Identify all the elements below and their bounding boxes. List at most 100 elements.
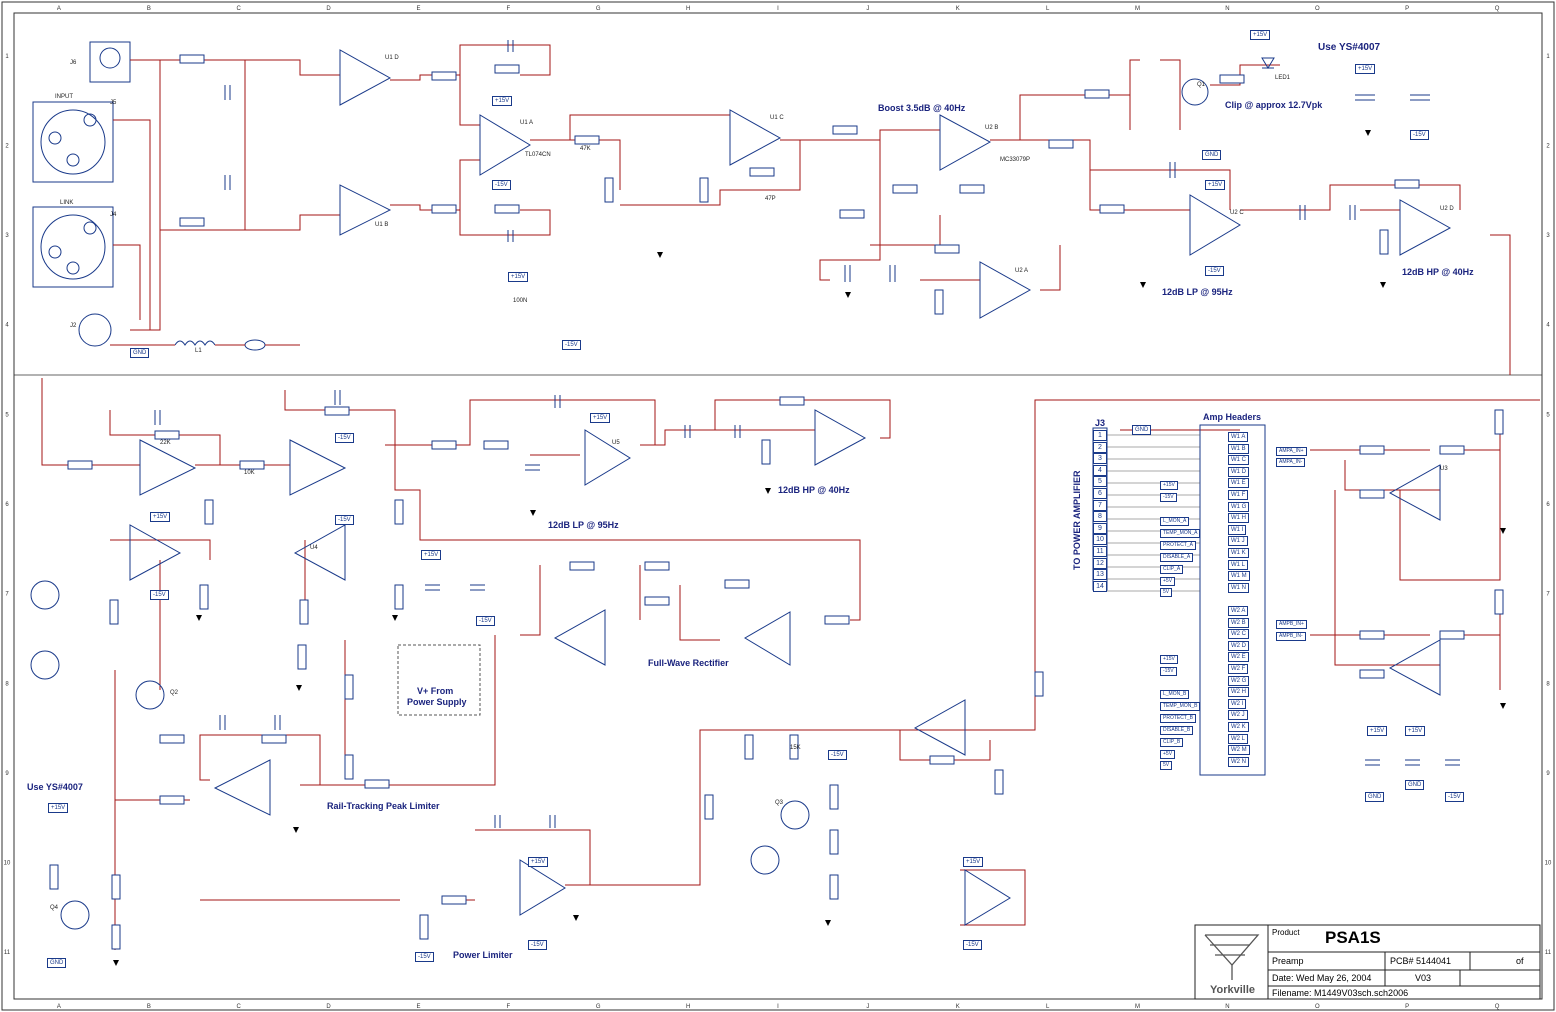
aux-jack-j2 — [78, 313, 112, 347]
j3-pin: 1 — [1093, 430, 1107, 441]
amp-header-w1-pin: W1 B — [1228, 443, 1249, 454]
pwr-flag-24: -15V — [963, 940, 982, 950]
j3-pin: 11 — [1093, 546, 1107, 557]
column-letter: H — [686, 6, 690, 12]
row-number: 10 — [4, 861, 11, 867]
u5c-opamp — [584, 429, 631, 486]
top-wires — [113, 44, 1511, 375]
link-xlr-connector — [32, 206, 114, 288]
tb-of: of — [1516, 956, 1524, 966]
l1-label: L1 — [195, 348, 202, 354]
amp-header-w1-pin: W1 N — [1228, 582, 1249, 593]
tb-filename: Filename: M1449V03sch.sch2006 — [1272, 988, 1409, 998]
u6a-opamp — [913, 699, 966, 756]
column-letter: J — [866, 6, 869, 12]
amp-header-w1-pin: W1 M — [1228, 571, 1250, 582]
bottom-opamps — [129, 409, 1441, 926]
amp-signal-bottom: DISABLE_B — [1160, 726, 1194, 735]
j3-pin: 5 — [1093, 476, 1107, 488]
pwr-flag-14: +15V — [590, 413, 611, 423]
u1a-label: U1 A — [520, 120, 534, 126]
column-letter: L — [1046, 6, 1050, 12]
u1c-label: U1 C — [770, 115, 784, 121]
column-letter: M — [1135, 1004, 1140, 1010]
column-letter: F — [507, 1004, 511, 1010]
u1a-part: TL074CN — [525, 152, 551, 158]
column-letter: O — [1315, 1004, 1320, 1010]
u1c-opamp — [729, 109, 782, 166]
column-letter: A — [57, 6, 61, 12]
u2d-label: U2 D — [1440, 206, 1454, 212]
amp-headers-box — [1199, 424, 1266, 776]
row-number: 9 — [5, 771, 9, 777]
tb-product-label: Product — [1272, 928, 1300, 937]
column-letter: K — [956, 6, 960, 12]
row-number: 8 — [5, 681, 9, 687]
top-opamps — [339, 49, 1452, 319]
amp-signal-bottom: TEMP_MON_B — [1160, 702, 1201, 711]
pwr-flag-gnd-2: GND — [130, 348, 150, 358]
amp-signal-top: 5V — [1160, 588, 1173, 597]
tb-date: Date: Wed May 26, 2004 — [1272, 973, 1372, 983]
tb-subtitle: Preamp — [1272, 956, 1304, 966]
row-number: 5 — [5, 412, 9, 418]
vplus-box — [397, 644, 481, 716]
u5-label: U5 — [612, 440, 620, 446]
pwr-flag-30: GND — [1132, 425, 1152, 435]
amp-header-w1-pin: W1 L — [1228, 559, 1249, 570]
rail-tracking-note: Rail-Tracking Peak Limiter — [327, 801, 440, 811]
u6c-opamp — [1388, 639, 1441, 696]
u1a-opamp — [479, 114, 531, 176]
column-letter: L — [1046, 1004, 1050, 1010]
u1b-opamp — [339, 184, 392, 236]
amp-signal-top: +5V — [1160, 577, 1176, 586]
amp-header-w1-pin: W1 K — [1228, 548, 1249, 558]
row-number: 4 — [5, 323, 9, 329]
amp-header-w2-pin: W2 J — [1228, 710, 1248, 721]
use-ys-note-bottom: Use YS#4007 — [27, 782, 83, 792]
amp-header-w2-pin: W2 D — [1228, 640, 1249, 651]
u2b-label: U2 B — [985, 125, 999, 131]
column-letter: N — [1225, 1004, 1229, 1010]
r-22k-label: 22K — [160, 440, 171, 446]
u3a-opamp — [213, 759, 271, 816]
input-label: INPUT — [55, 94, 73, 100]
u5a-opamp — [744, 611, 791, 666]
lp-note-top: 12dB LP @ 95Hz — [1162, 287, 1233, 297]
amp-header-w2-pin: W2 C — [1228, 629, 1249, 640]
r-10k-label: 10K — [244, 470, 255, 476]
pwr-flag-3: +15V — [508, 272, 529, 282]
u3d-opamp — [519, 859, 566, 916]
lp-note-mid: 12dB LP @ 95Hz — [548, 520, 619, 530]
pwr-flag-4: -15V — [562, 340, 581, 350]
amp-header-w2-pin: W2 N — [1228, 756, 1249, 767]
amp-header-w1-pin: W1 A — [1228, 432, 1249, 442]
u5d-opamp — [814, 409, 867, 466]
column-letter: P — [1405, 6, 1409, 12]
column-letter: F — [507, 6, 511, 12]
u2d-opamp — [1399, 199, 1452, 256]
ferrite-bead — [244, 339, 266, 351]
row-number: 9 — [1546, 771, 1550, 777]
row-number: 3 — [5, 233, 9, 239]
j3-pin: 8 — [1093, 511, 1107, 523]
column-letter: P — [1405, 1004, 1409, 1010]
amp-header-w2-pin: W2 M — [1228, 745, 1250, 756]
pwr-flag-16: -15V — [476, 616, 495, 626]
u6d-opamp — [964, 869, 1011, 926]
hp-note-top: 12dB HP @ 40Hz — [1402, 267, 1474, 277]
vplus-note-1: V+ From — [417, 686, 454, 696]
amp-signal-top: -15V — [1160, 493, 1177, 502]
j3-pin: 4 — [1093, 464, 1107, 476]
amp-output-net: AMPA_IN+ — [1276, 447, 1307, 456]
amp-header-w2-pin: W2 G — [1228, 675, 1250, 686]
pwr-flag-19: -15V — [415, 952, 434, 962]
column-letter: E — [416, 1004, 420, 1010]
u4-label: U4 — [310, 545, 318, 551]
pwr-flag-27: GND — [1365, 792, 1385, 802]
q-clip-label: Q1 — [1197, 82, 1206, 88]
tb-pcb: PCB# 5144041 — [1390, 956, 1452, 966]
column-letter: G — [596, 1004, 601, 1010]
pwr-flag-5: +15V — [1355, 64, 1376, 74]
